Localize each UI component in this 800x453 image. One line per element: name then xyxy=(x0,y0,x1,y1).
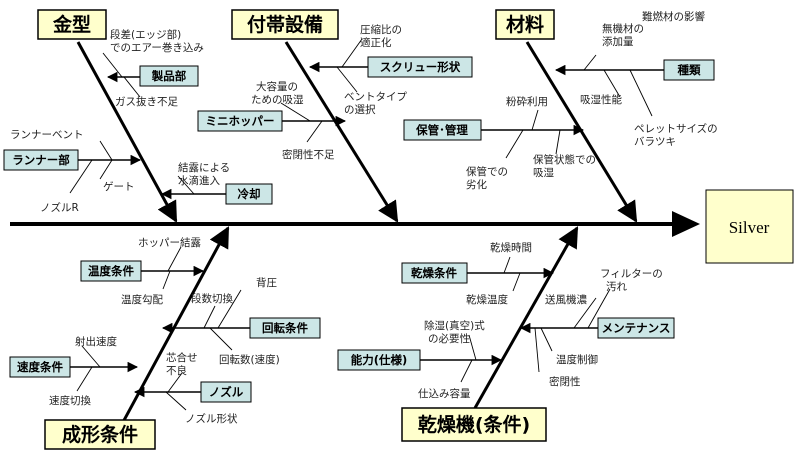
svg-text:冷却: 冷却 xyxy=(238,187,261,201)
bone-mold xyxy=(76,41,178,223)
cause-condense-1: 結露による xyxy=(178,161,230,174)
cause-rpm: 回転数(速度) xyxy=(219,353,280,366)
sub-box-maintenance: メンテナンス xyxy=(597,317,675,339)
cause-airtight-1: 密閉性不足 xyxy=(282,148,335,161)
main-box-mold: 金型 xyxy=(37,9,107,40)
cause-pellet-1: ペレットサイズの xyxy=(634,122,718,135)
cause-core-1: 芯合せ xyxy=(166,351,198,364)
svg-text:速度条件: 速度条件 xyxy=(17,360,63,374)
cause-dehum-2: の必要性 xyxy=(428,332,470,345)
cause-speed-switch: 速度切換 xyxy=(49,394,91,407)
cause-airflow: 送風機濃 xyxy=(545,293,587,306)
sub-box-runner-part: ランナー部 xyxy=(3,149,79,171)
effect-label: Silver xyxy=(729,218,770,237)
sub-box-speed-cond: 速度条件 xyxy=(9,356,71,378)
cause-large-cap-2: ための吸湿 xyxy=(251,94,304,106)
svg-text:能力(仕様): 能力(仕様) xyxy=(351,353,408,367)
cause-storage-deg-1: 保管での xyxy=(466,165,508,178)
cause-nozzle-shape: ノズル形状 xyxy=(185,412,238,425)
bone-material xyxy=(525,41,638,223)
cause-flame: 難燃材の影響 xyxy=(642,10,705,23)
sub-box-capacity: 能力(仕様) xyxy=(337,349,421,371)
svg-text:ランナー部: ランナー部 xyxy=(12,153,70,167)
svg-text:回転条件: 回転条件 xyxy=(262,321,308,335)
sub-box-product-part: 製品部 xyxy=(139,65,199,87)
cause-temp-grad: 温度勾配 xyxy=(121,293,163,306)
svg-text:メンテナンス: メンテナンス xyxy=(602,321,671,335)
svg-text:温度条件: 温度条件 xyxy=(88,264,134,278)
cause-gate: ゲート xyxy=(103,181,135,193)
cause-load-cap: 仕込み容量 xyxy=(418,387,471,400)
cause-storage-abs-1: 保管状態での xyxy=(533,153,596,166)
cause-stage-switch: 段数切換 xyxy=(191,292,233,305)
cause-storage-deg-2: 劣化 xyxy=(466,178,487,191)
main-box-auxiliary: 付帯設備 xyxy=(231,9,339,40)
leaf-lines xyxy=(69,38,653,411)
svg-text:材料: 材料 xyxy=(506,13,544,36)
cause-crushed: 粉砕利用 xyxy=(506,95,548,108)
cause-inorganic-1: 無機材の xyxy=(602,22,644,35)
sub-box-drying-cond: 乾燥条件 xyxy=(401,262,468,284)
svg-text:保管･管理: 保管･管理 xyxy=(415,123,468,137)
cause-dry-time: 乾燥時間 xyxy=(490,241,532,254)
cause-back-pressure: 背圧 xyxy=(256,276,277,289)
cause-condense-2: 水滴進入 xyxy=(178,174,220,187)
sub-box-temp-cond: 温度条件 xyxy=(80,260,142,282)
cause-vent-type-2: の選択 xyxy=(344,103,376,116)
cause-core-2: 不良 xyxy=(166,364,187,377)
cause-storage-abs-2: 吸湿 xyxy=(533,167,554,179)
cause-compress-1: 圧縮比の xyxy=(360,23,402,36)
cause-vent-type-1: ベントタイプ xyxy=(344,91,407,103)
svg-text:付帯設備: 付帯設備 xyxy=(247,13,323,36)
cause-inj-speed: 射出速度 xyxy=(75,335,117,348)
cause-airtight-2: 密閉性 xyxy=(549,375,581,388)
cause-inorganic-2: 添加量 xyxy=(602,35,634,48)
cause-hopper-cond: ホッパー結露 xyxy=(138,236,201,249)
sub-box-mini-hopper: ミニホッパー xyxy=(197,110,283,132)
cause-filter-2: 汚れ xyxy=(606,280,627,293)
svg-text:種類: 種類 xyxy=(678,63,701,77)
main-box-material: 材料 xyxy=(495,9,555,40)
effect-box xyxy=(705,189,794,264)
cause-filter-1: フィルターの xyxy=(600,268,663,280)
sub-box-cooling: 冷却 xyxy=(225,183,273,205)
sub-box-storage: 保管･管理 xyxy=(403,119,482,141)
sub-box-screw-shape: スクリュー形状 xyxy=(367,56,473,78)
svg-text:ノズル: ノズル xyxy=(209,385,244,399)
main-box-dryer: 乾燥機(条件) xyxy=(401,407,547,442)
cause-pellet-2: バラツキ xyxy=(634,136,676,148)
sub-box-kind: 種類 xyxy=(663,59,715,81)
svg-text:乾燥機(条件): 乾燥機(条件) xyxy=(418,413,530,436)
cause-gas-vent: ガス抜き不足 xyxy=(115,95,178,108)
cause-nozzle-r: ノズルR xyxy=(40,201,79,214)
bone-auxiliary xyxy=(284,41,399,223)
cause-temp-ctrl: 温度制御 xyxy=(556,353,598,366)
main-box-molding: 成形条件 xyxy=(44,419,156,450)
bone-dryer xyxy=(473,226,579,409)
svg-text:ミニホッパー: ミニホッパー xyxy=(206,114,275,128)
cause-runner-vent: ランナーベント xyxy=(10,129,84,141)
cause-dehum-1: 除湿(真空)式 xyxy=(424,319,485,332)
spine-arrowhead xyxy=(672,211,700,237)
sub-box-nozzle: ノズル xyxy=(200,381,252,403)
svg-text:製品部: 製品部 xyxy=(151,69,187,83)
sub-box-rotation-cond: 回転条件 xyxy=(249,317,321,339)
svg-text:乾燥条件: 乾燥条件 xyxy=(411,266,457,280)
svg-text:スクリュー形状: スクリュー形状 xyxy=(380,60,461,74)
cause-step-air-2: でのエアー巻き込み xyxy=(110,42,204,54)
svg-text:成形条件: 成形条件 xyxy=(62,423,138,446)
cause-compress-2: 適正化 xyxy=(360,36,392,49)
cause-absorb: 吸湿性能 xyxy=(580,93,622,106)
cause-large-cap-1: 大容量の xyxy=(256,80,298,93)
svg-text:金型: 金型 xyxy=(52,13,91,36)
cause-step-air-1: 段差(エッジ部) xyxy=(110,28,181,41)
cause-dry-temp: 乾燥温度 xyxy=(466,293,508,306)
